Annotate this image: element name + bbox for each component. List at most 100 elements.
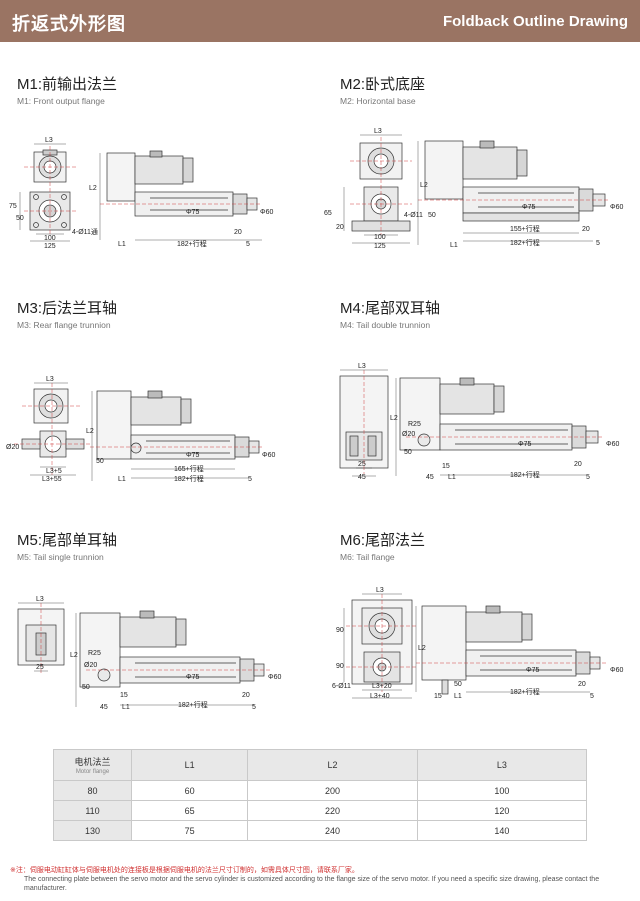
m5-25-label: 25 [36,664,44,671]
m2-5-label: 5 [596,240,600,247]
m4-l2-label: L2 [390,415,398,422]
m6-l3p40-label: L3+40 [370,693,390,700]
m2-phi75-label: Φ75 [522,204,535,211]
m5-l3-label: L3 [36,596,44,603]
m2-l2-label: L2 [420,182,428,189]
m5-45-label: 45 [100,704,108,711]
m1-100-label: 100 [44,235,56,242]
m4-phi20-label: Ø20 [402,431,415,438]
m1-drawing: L3 75 50 100 125 4-Ø11通 L2 L1 182+行程 20 … [9,137,273,250]
m2-stroke2-label: 182+行程 [510,238,540,247]
m5-15-label: 15 [120,692,128,699]
m6-phi75-label: Φ75 [526,667,539,674]
m3-l3-label: L3 [46,376,54,383]
m2-20b-label: 20 [582,226,590,233]
m5-l1-label: L1 [122,704,130,711]
m6-90a-label: 90 [336,627,344,634]
m6-20-label: 20 [578,681,586,688]
m3-l3p55-label: L3+55 [42,476,62,483]
m1-l2-label: L2 [89,185,97,192]
table-header-flange-cn: 电机法兰 [74,757,111,767]
m2-125-label: 125 [374,243,386,250]
m1-subtitle: M1: Front output flange [17,96,105,106]
m4-5-label: 5 [586,474,590,481]
m1-phi60-label: Φ60 [260,209,273,216]
m1-5-label: 5 [246,241,250,248]
m5-phi75-label: Φ75 [186,674,199,681]
m1-stroke-label: 182+行程 [177,239,207,248]
m2-50-label: 50 [428,212,436,219]
table-cell: 240 [247,820,418,841]
m1-20-label: 20 [234,229,242,236]
table-cell: 120 [416,800,588,821]
m6-5-label: 5 [590,693,594,700]
m5-phi60-label: Φ60 [268,674,281,681]
m3-phi75-label: Φ75 [186,452,199,459]
m3-50-label: 50 [96,458,104,465]
table-header-row: 电机法兰 Motor flange L1 L2 L3 [53,749,588,781]
motor-flange-table: 电机法兰 Motor flange L1 L2 L3 80 60 200 100… [53,749,588,841]
table-header-l1: L1 [130,749,249,781]
m6-title: M6:尾部法兰 [340,532,426,549]
m1-50-label: 50 [16,215,24,222]
m1-75-label: 75 [9,203,17,210]
m3-title: M3:后法兰耳轴 [17,300,118,317]
m3-subtitle: M3: Rear flange trunnion [17,320,111,330]
m3-stroke2-label: 182+行程 [174,474,204,483]
m5-r25-label: R25 [88,650,101,657]
m2-20-label: 20 [336,224,344,231]
table-header-flange-en: Motor flange [75,769,110,775]
m1-phi75-label: Φ75 [186,209,199,216]
m2-title: M2:卧式底座 [340,76,426,93]
table-header-l2: L2 [247,749,418,781]
m4-subtitle: M4: Tail double trunnion [340,320,431,330]
footnote: ※注：伺服电动缸缸体与伺服电机处的连接板是根据伺服电机的法兰尺寸订制的，如需具体… [10,866,630,893]
m1-125-label: 125 [44,243,56,250]
table-cell: 200 [247,780,418,801]
footnote-en: The connecting plate between the servo m… [24,876,600,892]
m6-l2-label: L2 [418,645,426,652]
m4-l1-label: L1 [448,474,456,481]
m6-drawing: L3 90 90 6-Ø11 L3+20 L3+40 L2 50 15 L1 1… [332,587,623,700]
m6-90b-label: 90 [336,663,344,670]
m5-5-label: 5 [252,704,256,711]
m1-hole-label: 4-Ø11通 [72,227,98,236]
m1-l3-label: L3 [45,137,53,144]
m5-stroke-label: 182+行程 [178,700,208,709]
m4-r25-label: R25 [408,421,421,428]
m4-45-label: 45 [358,474,366,481]
header-title-en: Foldback Outline Drawing [442,13,628,30]
m6-l3-label: L3 [376,587,384,594]
m3-l3p5-label: L3+5 [46,468,62,475]
footnote-cn: ※注：伺服电动缸缸体与伺服电机处的连接板是根据伺服电机的法兰尺寸订制的，如需具体… [10,867,359,874]
m4-drawing: L3 25 45 L2 R25 Ø20 50 15 45 L1 182+行程 2… [339,363,619,481]
m6-50-label: 50 [454,681,462,688]
m2-l3-label: L3 [374,128,382,135]
m5-subtitle: M5: Tail single trunnion [17,552,104,562]
m5-phi20-label: Ø20 [84,662,97,669]
m3-l2-label: L2 [86,428,94,435]
table-cell: 110 [53,800,132,821]
m5-drawing: L3 25 L2 R25 Ø20 50 15 45 L1 182+行程 20 5… [17,596,281,711]
m3-l1-label: L1 [118,476,126,483]
table-row: 130 75 240 140 [53,820,588,841]
m4-25-label: 25 [358,461,366,468]
table-cell: 140 [416,820,588,841]
table-cell: 65 [130,800,249,821]
m6-stroke-label: 182+行程 [510,687,540,696]
m4-20-label: 20 [574,461,582,468]
m5-title: M5:尾部单耳轴 [17,532,118,549]
m3-phi60-label: Φ60 [262,452,275,459]
m2-100-label: 100 [374,234,386,241]
table-cell: 60 [130,780,249,801]
m4-45b-label: 45 [426,474,434,481]
table-cell: 80 [53,780,132,801]
m4-title: M4:尾部双耳轴 [340,300,441,317]
table-cell: 220 [247,800,418,821]
page-header: 折返式外形图 Foldback Outline Drawing [0,0,640,42]
m6-l3p20-label: L3+20 [372,683,392,690]
m4-15-label: 15 [442,463,450,470]
m5-l2-label: L2 [70,652,78,659]
m3-5-label: 5 [248,476,252,483]
m5-20-label: 20 [242,692,250,699]
